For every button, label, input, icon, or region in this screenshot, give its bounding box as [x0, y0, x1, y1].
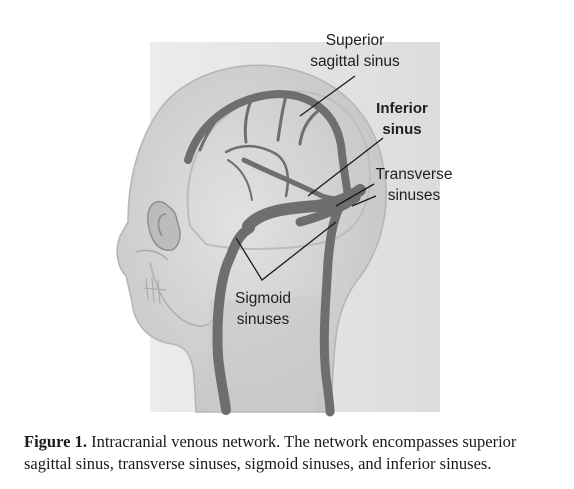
- ear: [147, 201, 181, 251]
- label-inferior-line2: sinus: [382, 121, 422, 138]
- label-superior-line2: sagittal sinus: [310, 53, 400, 70]
- figure-caption: Figure 1. Intracranial venous network. T…: [24, 431, 554, 474]
- label-transverse-line2: sinuses: [387, 187, 441, 204]
- caption-text: Intracranial venous network. The network…: [24, 432, 517, 473]
- ear-inner: [157, 213, 167, 237]
- leader-inferior: [307, 137, 384, 197]
- sigmoid-sinus-right: [319, 201, 345, 417]
- transverse-sinus: [242, 184, 366, 232]
- leader-transverse-1: [335, 183, 375, 207]
- leader-sigmoid: [235, 221, 337, 281]
- label-superior-sagittal-sinus: Superior sagittal sinus: [302, 30, 408, 72]
- label-superior-line1: Superior: [325, 32, 385, 49]
- teeth: [142, 277, 167, 305]
- label-transverse-line1: Transverse: [375, 166, 453, 183]
- leader-superior: [299, 75, 356, 117]
- sigmoid-sinus-left: [212, 223, 255, 415]
- label-inferior-line1: Inferior: [376, 100, 428, 117]
- cheekbone: [135, 249, 169, 261]
- veins: [184, 89, 366, 417]
- neck-shading: [206, 296, 330, 412]
- label-transverse-sinuses: Transverse sinuses: [368, 164, 460, 206]
- label-inferior-sinus: Inferior sinus: [364, 98, 440, 140]
- leader-transverse-2: [351, 195, 377, 207]
- label-sigmoid-line1: Sigmoid: [235, 290, 291, 307]
- label-sigmoid-line2: sinuses: [236, 311, 290, 328]
- caption-label: Figure 1.: [24, 432, 87, 451]
- skull-outline: [186, 90, 372, 250]
- leader-lines: [235, 75, 384, 281]
- label-sigmoid-sinuses: Sigmoid sinuses: [226, 288, 300, 330]
